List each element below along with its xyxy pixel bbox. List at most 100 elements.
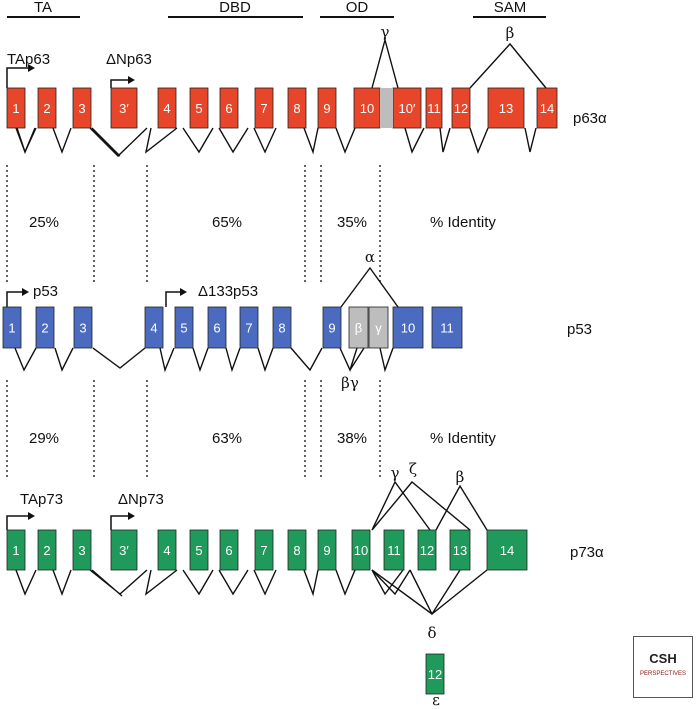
p73-exon-box: [219, 529, 239, 571]
domain-label-ta: TA: [34, 0, 52, 16]
p53-exon-label: 10: [401, 321, 415, 336]
p73-exon-box: [110, 529, 138, 571]
p53-exon-label: 11: [440, 321, 454, 336]
p63-exon-label: 10′: [399, 101, 416, 116]
p63-exon-label: 6: [225, 101, 232, 116]
p63-exon-box: [287, 87, 307, 129]
p63-exon-box: [189, 87, 209, 129]
domain-label-od: OD: [346, 0, 369, 16]
p63-exon-box: [451, 87, 471, 129]
p73-exon-box: [72, 529, 92, 571]
identity1-dbd: 65%: [212, 214, 242, 231]
promoter-arrow-icon: [22, 288, 29, 296]
p73-exon-label: 6: [225, 543, 232, 558]
p63-exon-box: [37, 87, 57, 129]
p63-exon-box: [353, 87, 381, 129]
p63-exon-label: 2: [43, 101, 50, 116]
p53-gene-label: p53: [567, 321, 592, 338]
p73-exon-box: [417, 529, 437, 571]
p63-exon-box: [6, 87, 26, 129]
promoter-arrow-icon: [28, 64, 35, 72]
p73-splice-epsilon: ε: [432, 691, 440, 709]
p63-promoter-dn: ΔNp63: [106, 51, 152, 68]
p63-gamma-segment: [380, 88, 393, 128]
p63-exon-box: [425, 87, 443, 129]
domain-label-dbd: DBD: [219, 0, 251, 16]
p53-exon-label: 5: [180, 321, 187, 336]
p73-splice-beta: β: [456, 468, 465, 486]
promoter-arrow-icon: [180, 288, 187, 296]
p53-exon-label: γ: [375, 321, 382, 336]
p53-exon-box: [322, 306, 342, 349]
p63-exon-box: [317, 87, 337, 129]
identity1-label: % Identity: [430, 214, 496, 231]
p53-exon-box: [392, 306, 424, 349]
p63-exon-label: 7: [260, 101, 267, 116]
p53-exon-box: [2, 306, 22, 349]
p73-exon-label: 1: [12, 543, 19, 558]
p63-exon-box: [72, 87, 92, 129]
p73-exon-box: [189, 529, 209, 571]
p53-promoter-d133: Δ133p53: [198, 283, 258, 300]
p63-exon-label: 12: [454, 101, 468, 116]
p53-exon-box: [348, 306, 369, 349]
p53-exon-box: [368, 306, 389, 349]
p73-exon-label: 7: [260, 543, 267, 558]
p63-exon-label: 11: [427, 101, 441, 116]
p63-promoter-ta: TAp63: [7, 51, 50, 68]
p73-exon-box: [254, 529, 274, 571]
p63-exon-label: 4: [163, 101, 170, 116]
p53-exon-label: 2: [41, 321, 48, 336]
p63-exon-label: 9: [323, 101, 330, 116]
p53-exon-box: [174, 306, 194, 349]
p63-gene-label: p63α: [573, 110, 607, 127]
p53-exon-box: [144, 306, 164, 349]
p73-exon-label: 9: [323, 543, 330, 558]
p73-splice-zeta: ζ: [409, 460, 417, 478]
p53-splice-betagamma: βγ: [341, 374, 359, 392]
p63-exon-label: 8: [293, 101, 300, 116]
p73-exon-label: 13: [453, 543, 467, 558]
p63-exon-box: [110, 87, 138, 129]
p73-exon-box: [317, 529, 337, 571]
p63-splice-beta: β: [506, 24, 515, 42]
identity2-od: 38%: [337, 430, 367, 447]
p53-promoter: p53: [33, 283, 58, 300]
p53-exon-label: 1: [8, 321, 15, 336]
p73-exon-box: [486, 529, 528, 571]
p73-splice-gamma: γ: [391, 464, 400, 482]
p73-exon-label: 3: [78, 543, 85, 558]
p73-exon-label: 3′: [119, 543, 129, 558]
p53-exon-label: β: [355, 321, 362, 336]
identity2-label: % Identity: [430, 430, 496, 447]
p73-exon-label: 11: [387, 543, 401, 558]
identity2-dbd: 63%: [212, 430, 242, 447]
logo-title: CSH: [649, 651, 677, 666]
p73-exon-label: 8: [293, 543, 300, 558]
p53-exon-label: 7: [245, 321, 252, 336]
p53-exon-box: [73, 306, 93, 349]
p73-exon-label: 4: [163, 543, 170, 558]
p73-exon-box: [37, 529, 57, 571]
p73-exon-box: [6, 529, 26, 571]
p73-promoter-dn: ΔNp73: [118, 491, 164, 508]
csh-perspectives-logo: CSH PERSPECTIVES: [633, 636, 693, 698]
promoter-arrow-icon: [128, 76, 135, 84]
p63-exon-label: 3: [78, 101, 85, 116]
p73-splice-delta: δ: [427, 624, 436, 642]
p53-exon-label: 9: [328, 321, 335, 336]
p53-splice-alpha: α: [365, 248, 375, 266]
p73-exon-label: 10: [354, 543, 368, 558]
p63-exon-label: 3′: [119, 101, 129, 116]
p63-exon-label: 1: [12, 101, 19, 116]
p53-exon-label: 6: [213, 321, 220, 336]
p63-exon-label: 5: [195, 101, 202, 116]
p73-exon-box: [287, 529, 307, 571]
promoter-arrow-icon: [128, 512, 135, 520]
p73-exon-box: [383, 529, 405, 571]
p63-exon-box: [157, 87, 177, 129]
